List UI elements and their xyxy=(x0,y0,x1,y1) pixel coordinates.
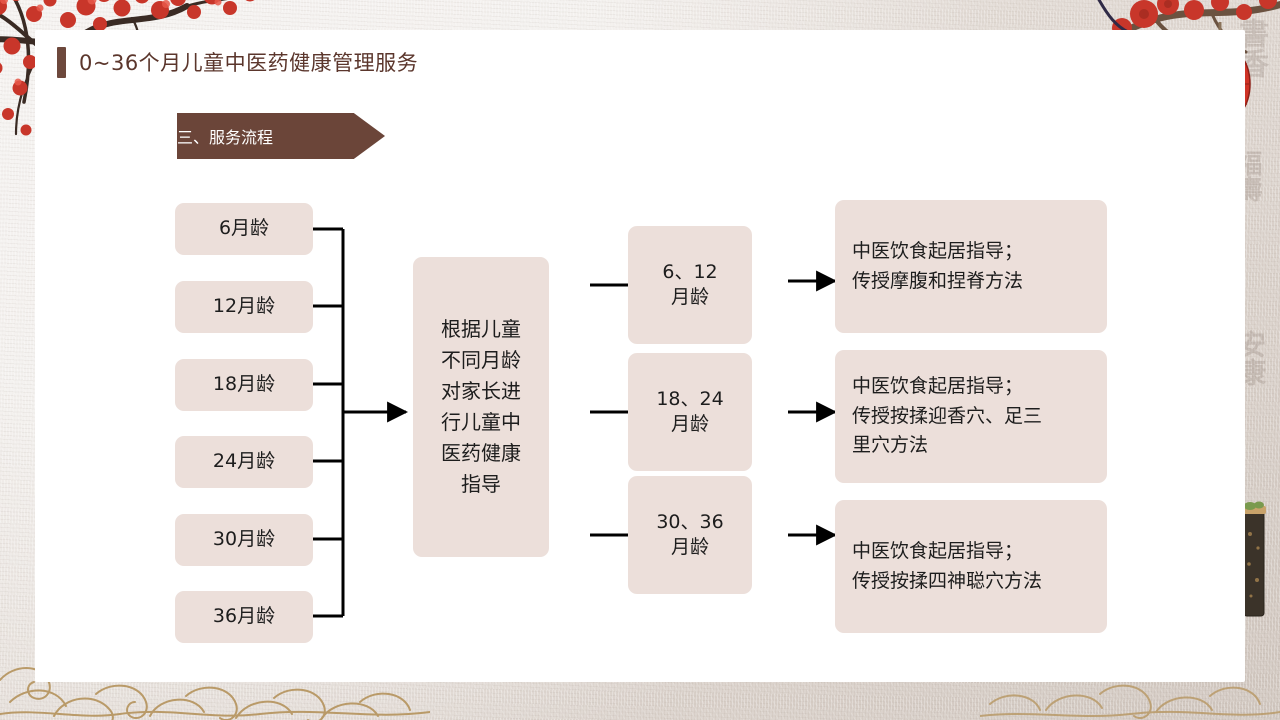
age-node-label: 18月龄 xyxy=(212,373,276,396)
flow-connectors xyxy=(313,227,838,618)
age-group-line: 6、12 xyxy=(662,260,718,283)
age-node-label: 12月龄 xyxy=(212,295,276,318)
age-node[interactable]: 18月龄 xyxy=(175,359,313,411)
page-title: 0~36个月儿童中医药健康管理服务 xyxy=(79,51,419,75)
age-node-label: 6月龄 xyxy=(218,217,270,240)
age-group-text: 30、36 月龄 xyxy=(656,510,723,560)
guidance-node[interactable]: 根据儿童 不同月龄 对家长进 行儿童中 医药健康 指导 xyxy=(413,257,549,557)
guidance-detail-node[interactable]: 中医饮食起居指导； 传授按揉四神聪穴方法 xyxy=(835,500,1107,633)
age-node[interactable]: 6月龄 xyxy=(175,203,313,255)
guidance-detail-text: 中医饮食起居指导； 传授按揉四神聪穴方法 xyxy=(852,537,1042,596)
guidance-line: 医药健康 xyxy=(441,441,521,465)
guidance-line: 行儿童中 xyxy=(441,410,521,434)
age-node[interactable]: 36月龄 xyxy=(175,591,313,643)
age-node-label: 36月龄 xyxy=(212,605,276,628)
guidance-detail-node[interactable]: 中医饮食起居指导； 传授摩腹和捏脊方法 xyxy=(835,200,1107,333)
age-group-line: 月龄 xyxy=(670,286,709,308)
age-group-node[interactable]: 6、12 月龄 xyxy=(628,226,752,344)
guidance-detail-line: 里穴方法 xyxy=(852,434,929,457)
age-group-line: 月龄 xyxy=(670,413,709,435)
header-accent-bar xyxy=(57,46,66,78)
age-group-node[interactable]: 30、36 月龄 xyxy=(628,476,752,594)
age-node[interactable]: 24月龄 xyxy=(175,436,313,488)
age-node[interactable]: 30月龄 xyxy=(175,514,313,566)
guidance-detail-line: 传授摩腹和捏脊方法 xyxy=(852,269,1024,292)
guidance-detail-line: 中医饮食起居指导； xyxy=(852,240,1024,263)
section-banner: 三、服务流程 xyxy=(177,113,385,159)
guidance-detail-line: 中医饮食起居指导； xyxy=(852,540,1024,563)
guidance-line: 根据儿童 xyxy=(441,317,521,341)
guidance-detail-line: 传授按揉迎香穴、足三 xyxy=(852,404,1043,427)
age-node[interactable]: 12月龄 xyxy=(175,281,313,333)
age-group-text: 6、12 月龄 xyxy=(662,260,717,310)
page-header: 0~36个月儿童中医药健康管理服务 xyxy=(57,42,418,82)
guidance-detail-node[interactable]: 中医饮食起居指导； 传授按揉迎香穴、足三 里穴方法 xyxy=(835,350,1107,483)
guidance-detail-line: 传授按揉四神聪穴方法 xyxy=(852,569,1043,592)
section-banner-label: 三、服务流程 xyxy=(177,130,274,147)
guidance-node-text: 根据儿童 不同月龄 对家长进 行儿童中 医药健康 指导 xyxy=(441,314,521,500)
guidance-detail-line: 中医饮食起居指导； xyxy=(852,375,1024,398)
guidance-detail-text: 中医饮食起居指导； 传授摩腹和捏脊方法 xyxy=(852,237,1023,296)
guidance-detail-text: 中医饮食起居指导； 传授按揉迎香穴、足三 里穴方法 xyxy=(852,372,1042,460)
age-group-line: 30、36 xyxy=(656,510,724,533)
age-group-line: 月龄 xyxy=(670,536,709,558)
service-flow-diagram: 6月龄 12月龄 18月龄 24月龄 30月龄 36月龄 根据儿童 不同月龄 xyxy=(35,30,1245,682)
age-group-node[interactable]: 18、24 月龄 xyxy=(628,353,752,471)
guidance-line: 对家长进 xyxy=(441,379,521,403)
age-node-label: 30月龄 xyxy=(212,528,276,551)
guidance-line: 指导 xyxy=(461,472,501,496)
guidance-line: 不同月龄 xyxy=(441,348,521,372)
content-panel: 0~36个月儿童中医药健康管理服务 三、服务流程 xyxy=(35,30,1245,682)
age-group-line: 18、24 xyxy=(656,387,724,410)
age-group-text: 18、24 月龄 xyxy=(656,387,723,437)
age-node-label: 24月龄 xyxy=(212,450,276,473)
